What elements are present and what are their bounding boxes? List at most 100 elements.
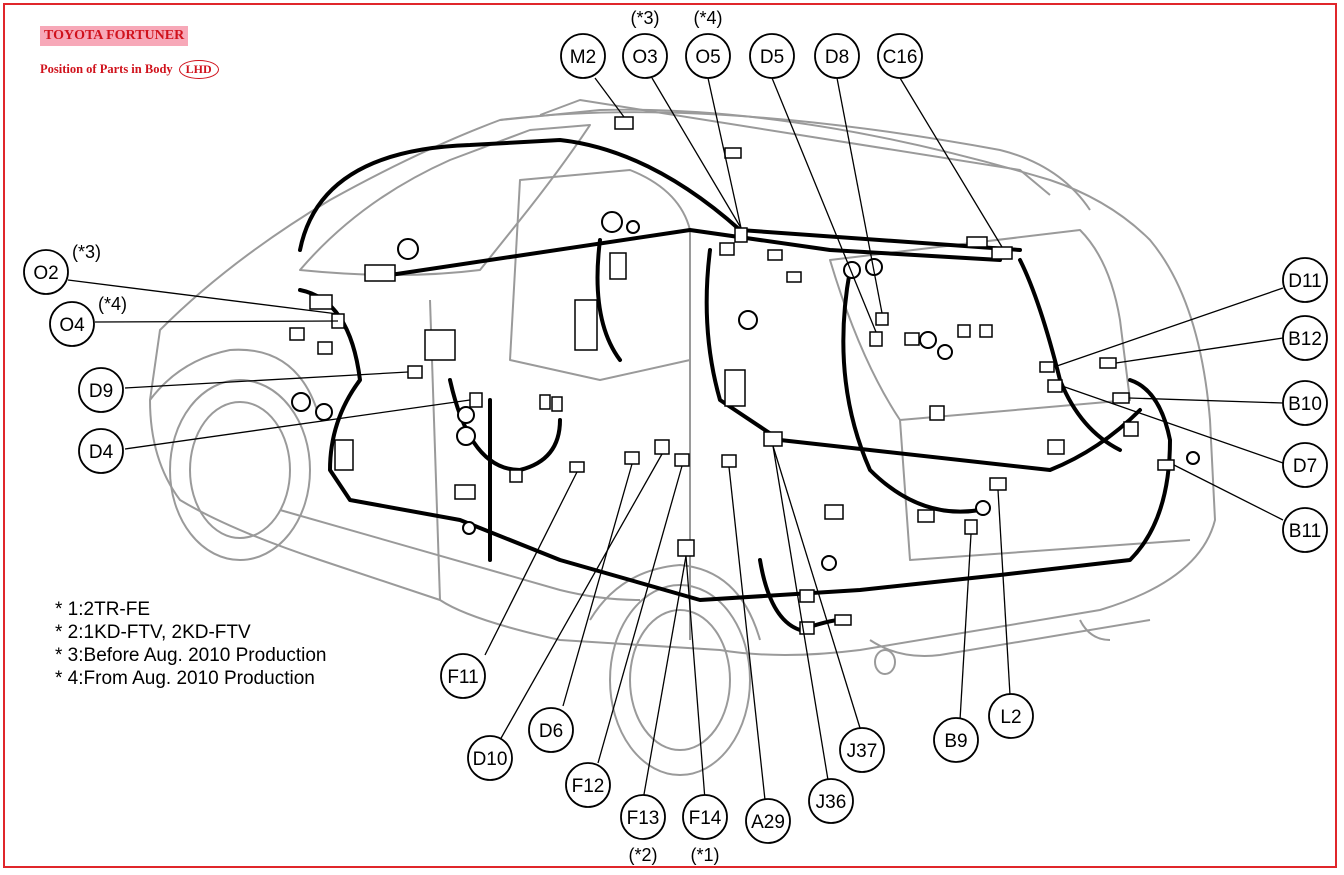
callout-j36 — [808, 778, 854, 824]
callout-note-o2: (*3) — [72, 242, 101, 262]
callout-label-j37: J37 — [847, 741, 878, 762]
callout-label-c16: C16 — [883, 47, 918, 68]
callout-label-f12: F12 — [572, 776, 605, 797]
connector-misc-8 — [799, 589, 815, 603]
callout-note-o5: (*4) — [693, 8, 722, 28]
callout-label-b11: B11 — [1289, 521, 1321, 542]
callout-m2 — [560, 33, 606, 79]
connector-misc-23 — [767, 249, 783, 261]
connector-m2 — [614, 116, 634, 130]
connector-b10 — [1112, 392, 1130, 404]
connector-d11 — [1039, 361, 1055, 373]
footnote-1: * 1:2TR-FE — [55, 599, 151, 620]
callout-label-j36: J36 — [816, 792, 847, 813]
connector-misc-26 — [574, 299, 598, 351]
callout-j37 — [839, 727, 885, 773]
connector-misc-11 — [509, 469, 523, 483]
callout-b12 — [1282, 315, 1328, 361]
connector-misc-4 — [1123, 421, 1139, 437]
connector-d7 — [1047, 379, 1063, 393]
connector-b9 — [964, 519, 978, 535]
connector-roof — [724, 147, 742, 159]
callout-o4 — [49, 301, 95, 347]
connector-b11 — [1157, 459, 1175, 471]
callout-d5 — [749, 33, 795, 79]
callout-label-o5: O5 — [695, 47, 720, 68]
callout-o2 — [23, 249, 69, 295]
connector-misc-27 — [609, 252, 627, 280]
connector-f11 — [569, 461, 585, 473]
callout-d8 — [814, 33, 860, 79]
connector-misc-24 — [786, 271, 802, 283]
callout-label-b12: B12 — [1288, 329, 1322, 350]
callout-f14 — [682, 794, 728, 840]
connector-misc-21 — [724, 369, 746, 407]
connector-misc-25 — [904, 332, 920, 346]
connector-misc-3 — [1047, 439, 1065, 455]
callout-label-d10: D10 — [473, 749, 508, 770]
callout-label-f14: F14 — [689, 808, 722, 829]
callout-d4 — [78, 428, 124, 474]
connectors — [289, 116, 1175, 635]
footnotes: * 1:2TR-FE * 2:1KD-FTV, 2KD-FTV * 3:Befo… — [55, 598, 326, 690]
callout-a29 — [745, 798, 791, 844]
callout-label-d8: D8 — [825, 47, 849, 68]
callout-note-o4: (*4) — [98, 294, 127, 314]
round-components — [291, 211, 1200, 571]
callout-d6 — [528, 707, 574, 753]
subtitle-text: Position of Parts in Body — [40, 62, 173, 76]
page-frame — [3, 3, 1337, 868]
callout-label-f11: F11 — [447, 667, 478, 688]
callout-label-o2: O2 — [33, 263, 58, 284]
connector-misc-6 — [957, 324, 971, 338]
callout-label-a29: A29 — [751, 812, 785, 833]
callout-d11 — [1282, 257, 1328, 303]
connector-misc-5 — [929, 405, 945, 421]
callout-label-d5: D5 — [760, 47, 784, 68]
callout-label-d4: D4 — [89, 442, 114, 463]
callout-label-o4: O4 — [59, 315, 85, 336]
callout-note-f14: (*1) — [690, 845, 719, 865]
connector-misc-17 — [309, 294, 333, 310]
connector-misc-7 — [979, 324, 993, 338]
connector-d8 — [875, 312, 889, 326]
leader-lines — [67, 77, 1284, 801]
connector-misc-22 — [719, 242, 735, 256]
connector-misc-19 — [317, 341, 333, 355]
connector-misc-1 — [824, 504, 844, 520]
callout-label-d7: D7 — [1293, 456, 1317, 477]
callout-label-f13: F13 — [627, 808, 660, 829]
connector-a29 — [721, 454, 737, 468]
connector-misc-18 — [289, 327, 305, 341]
connector-d9 — [407, 365, 423, 379]
callout-label-d9: D9 — [89, 381, 113, 402]
callout-f11 — [440, 653, 486, 699]
connector-f13 — [677, 539, 695, 557]
connector-o3 — [734, 227, 748, 243]
callout-o5 — [685, 33, 731, 79]
callout-d10 — [467, 735, 513, 781]
connector-d10 — [654, 439, 670, 455]
callout-label-o3: O3 — [632, 47, 657, 68]
callout-label-m2: M2 — [570, 47, 596, 68]
callout-note-o3: (*3) — [630, 8, 659, 28]
connector-b12 — [1099, 357, 1117, 369]
connector-misc-13 — [551, 396, 563, 412]
connector-misc-2 — [917, 509, 935, 523]
connector-misc-10 — [834, 614, 852, 626]
connector-d6 — [624, 451, 640, 465]
connector-j36 — [763, 431, 783, 447]
connector-roof-2 — [966, 236, 988, 248]
callout-c16 — [877, 33, 923, 79]
page-title: TOYOTA FORTUNER — [40, 26, 189, 46]
callout-d9 — [78, 367, 124, 413]
connector-misc-12 — [539, 394, 551, 410]
callout-label-d6: D6 — [539, 721, 563, 742]
callout-b10 — [1282, 380, 1328, 426]
connector-l2 — [989, 477, 1007, 491]
callout-note-f13: (*2) — [628, 845, 657, 865]
connector-f12 — [674, 453, 690, 467]
connector-misc-16 — [364, 264, 396, 282]
connector-misc-14 — [454, 484, 476, 500]
